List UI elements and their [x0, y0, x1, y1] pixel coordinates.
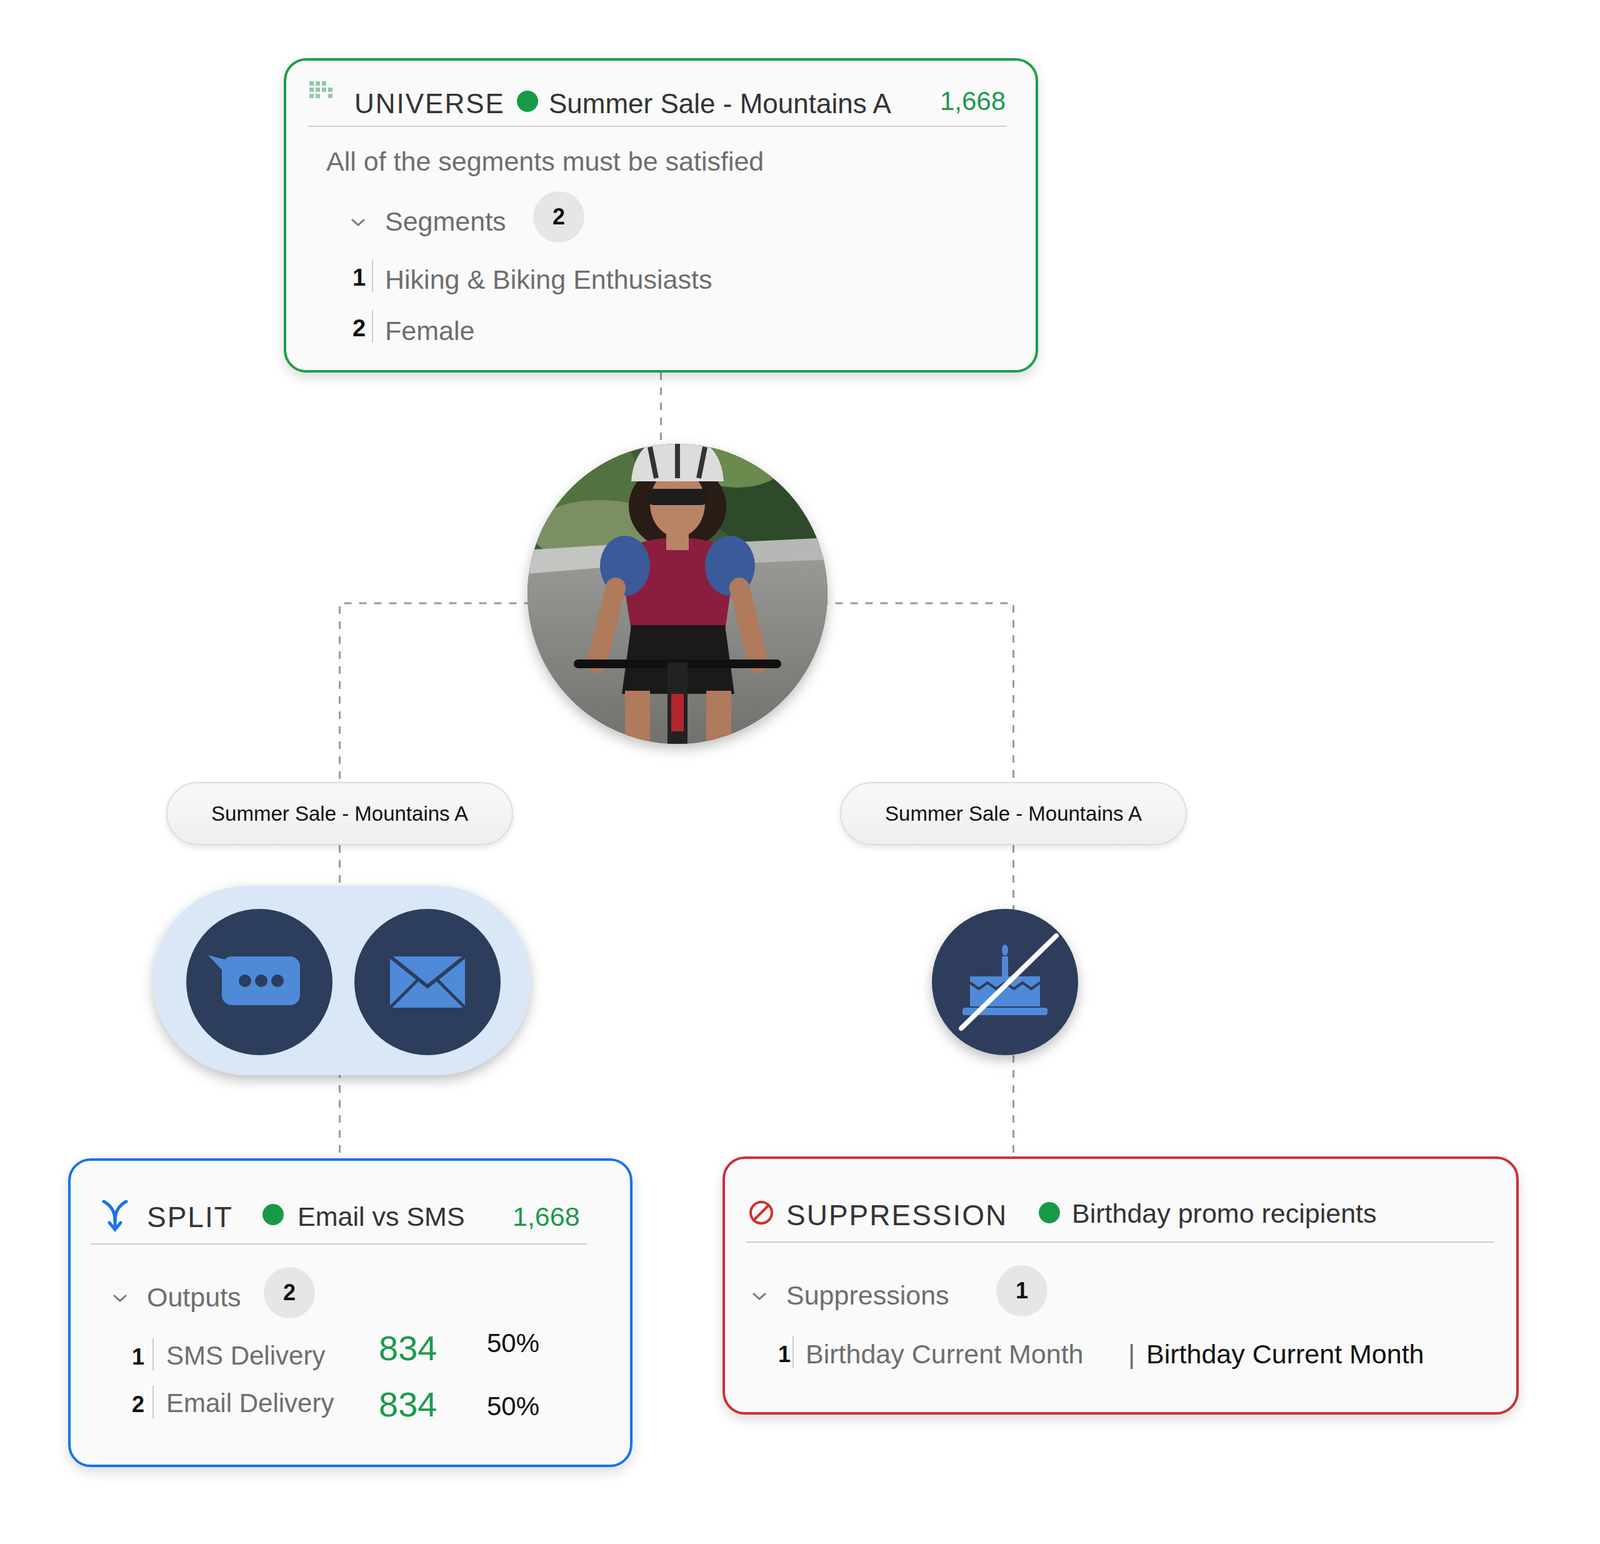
output-percent: 50% — [486, 1391, 540, 1422]
sms-icon-circle — [186, 908, 333, 1055]
helmet — [631, 434, 724, 482]
chat-tail — [208, 955, 233, 982]
suppression-name: Birthday Current Month — [805, 1338, 1084, 1370]
handlebar — [578, 659, 777, 669]
cake-icon — [961, 935, 1057, 1029]
section-label: Outputs — [146, 1281, 242, 1313]
section-label: Segments — [385, 206, 507, 237]
photo-frame — [527, 443, 828, 744]
envelope — [390, 956, 465, 1008]
count-badge: 2 — [263, 1266, 315, 1319]
suppression-value: Birthday Current Month — [1146, 1338, 1425, 1370]
output-count: 834 — [378, 1384, 437, 1425]
card-name: Summer Sale - Mountains A — [548, 88, 892, 120]
row-number: 1 — [131, 1343, 145, 1370]
channel-group — [153, 885, 531, 1075]
output-name: Email Delivery — [166, 1388, 334, 1419]
guard-rail — [725, 537, 832, 564]
bike-fork — [667, 662, 688, 750]
separator-bar: | — [1128, 1338, 1135, 1370]
card-name: Email vs SMS — [297, 1201, 465, 1232]
foliage — [681, 412, 794, 488]
leg — [706, 690, 732, 747]
guard-rail — [525, 543, 625, 574]
section-label: Suppressions — [786, 1280, 950, 1311]
dashed-connector — [338, 845, 341, 1159]
campaign-pill: Summer Sale - Mountains A — [840, 781, 1187, 845]
rule-text: All of the segments must be satisfied — [326, 146, 764, 177]
channel-pill — [153, 885, 531, 1075]
neck — [666, 525, 689, 550]
card-type: UNIVERSE — [354, 88, 505, 120]
suppression-icon-circle — [931, 908, 1079, 1055]
badge-count: 2 — [552, 203, 565, 230]
sms-icon — [208, 955, 300, 1005]
chat-dot — [271, 974, 284, 987]
dashed-connector — [1012, 845, 1015, 1157]
output-count: 834 — [378, 1328, 437, 1369]
split-card: SPLIT Email vs SMS 1,668Outputs 1 SMS Delive… — [68, 1158, 633, 1467]
shorts — [621, 625, 735, 694]
cake-candle — [1001, 956, 1009, 977]
envelope-fold — [437, 980, 465, 1008]
sleeve — [705, 535, 755, 596]
suppression-icon-group — [931, 908, 1079, 1055]
row-number: 2 — [352, 315, 366, 343]
cyclist-photo — [487, 412, 863, 754]
pill-label: Summer Sale - Mountains A — [885, 801, 1142, 826]
road — [525, 550, 832, 750]
envelope-fold — [390, 980, 418, 1008]
segment-name: Hiking & Biking Enthusiasts — [385, 264, 712, 295]
cake-plate — [962, 1007, 1048, 1015]
count-badge: 2 — [533, 191, 585, 243]
segment-name: Female — [385, 315, 475, 347]
universe-card: UNIVERSE Summer Sale - Mountains A 1,668Al… — [283, 58, 1039, 373]
output-name: SMS Delivery — [166, 1340, 325, 1371]
photo-circle — [527, 443, 828, 744]
audience-count: 1,668 — [512, 1201, 580, 1232]
foliage — [487, 418, 638, 532]
jersey — [618, 537, 737, 632]
campaign-pill: Summer Sale - Mountains A — [166, 781, 514, 845]
output-percent: 50% — [486, 1328, 540, 1359]
row-number: 2 — [131, 1391, 145, 1417]
audience-count: 1,668 — [940, 86, 1006, 117]
card-type: SPLIT — [146, 1200, 234, 1234]
hair — [628, 462, 727, 550]
badge-count: 2 — [283, 1279, 296, 1305]
arm — [739, 587, 759, 663]
bike-frame — [671, 693, 684, 732]
cake-body — [970, 976, 1040, 1007]
candle-flame — [1001, 944, 1009, 956]
pill-label: Summer Sale - Mountains A — [211, 801, 469, 826]
chat-dot — [238, 974, 252, 987]
photo-background — [525, 440, 832, 754]
email-icon — [390, 956, 465, 1008]
face — [650, 469, 705, 537]
chat-dot — [255, 974, 268, 987]
leg — [625, 690, 650, 747]
foliage — [531, 500, 669, 563]
dashed-connector — [661, 372, 1014, 782]
card-name: Birthday promo recipients — [1071, 1198, 1377, 1229]
row-number: 1 — [778, 1341, 791, 1367]
helmet-vents — [650, 437, 705, 479]
email-icon-circle — [354, 908, 501, 1055]
row-number: 1 — [352, 264, 366, 292]
badge-count: 1 — [1015, 1277, 1029, 1304]
card-type: SUPPRESSION — [786, 1198, 1008, 1232]
sleeve — [600, 535, 650, 596]
suppression-card: SUPPRESSION Birthday promo recipientsSupp… — [722, 1156, 1519, 1415]
foliage — [700, 425, 863, 550]
chat-bubble — [221, 956, 300, 1005]
strike-line — [961, 935, 1057, 1029]
cake-icing — [970, 982, 1040, 989]
arm — [596, 587, 616, 663]
envelope-flap — [390, 956, 465, 987]
sunglasses — [646, 488, 709, 505]
dashed-connector — [340, 372, 662, 782]
count-badge: 1 — [996, 1265, 1048, 1317]
